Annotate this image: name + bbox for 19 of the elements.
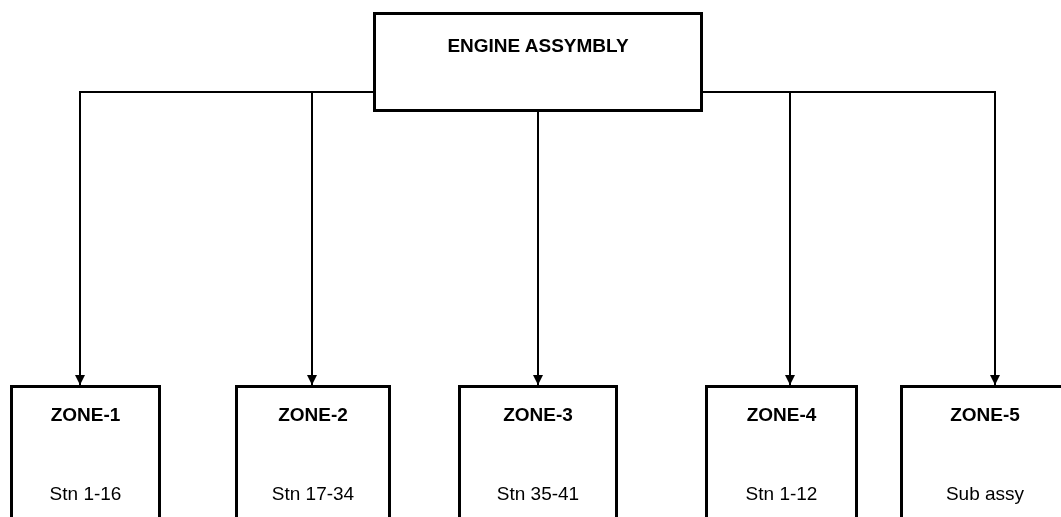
zone-box bbox=[235, 385, 391, 517]
title-text: ENGINE ASSYMBLY bbox=[446, 35, 630, 57]
zone-heading: ZONE-3 bbox=[502, 404, 574, 426]
zone-heading: ZONE-4 bbox=[745, 404, 818, 426]
zone-box bbox=[458, 385, 618, 517]
station-range: Sub assy bbox=[944, 483, 1026, 505]
zone-heading: ZONE-1 bbox=[49, 404, 122, 426]
station-range: Stn 1-12 bbox=[744, 483, 819, 505]
zone-heading: ZONE-2 bbox=[277, 404, 349, 426]
root-box bbox=[373, 12, 703, 112]
station-range: Stn 1-16 bbox=[48, 483, 123, 505]
station-range: Stn 35-41 bbox=[495, 483, 581, 505]
station-range: Stn 17-34 bbox=[270, 483, 356, 505]
connector-arrow bbox=[307, 91, 374, 386]
connector-arrow bbox=[533, 111, 543, 386]
zone-box bbox=[900, 385, 1061, 517]
zone-box bbox=[10, 385, 161, 517]
zone-box bbox=[705, 385, 858, 517]
zone-heading: ZONE-5 bbox=[949, 404, 1021, 426]
